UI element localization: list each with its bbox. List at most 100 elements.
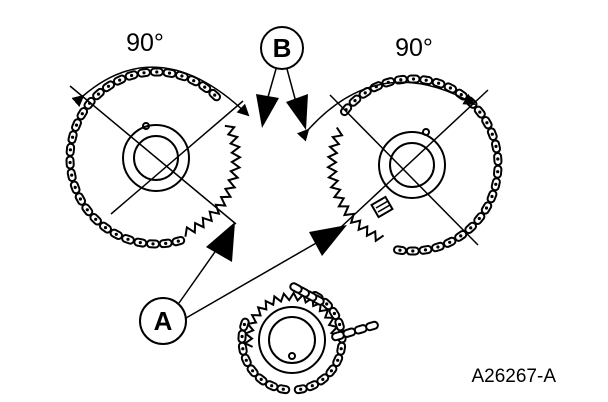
left-chain-pin <box>213 93 217 97</box>
left-chain-pin <box>126 237 130 241</box>
right-chain-pin <box>494 182 498 186</box>
right-chain-pin <box>496 157 500 161</box>
crank-chain-pin <box>242 322 246 327</box>
right-chain-pin <box>411 249 415 253</box>
callout-a-leader-lower <box>185 241 319 319</box>
right-chain-pin <box>424 78 428 82</box>
callout-a-circle <box>139 297 187 345</box>
callout-b: B <box>256 26 308 130</box>
left-sprocket-teeth <box>184 124 243 237</box>
right-chain-pin <box>353 99 357 103</box>
left-90-degree-arc <box>71 66 250 117</box>
crankshaft-sprocket-dowel <box>288 352 296 360</box>
right-angle-label: 90° <box>395 34 433 62</box>
callout-b-label: B <box>273 33 292 63</box>
crank-chain-pin <box>299 387 303 391</box>
left-reference-line-2 <box>110 100 244 215</box>
right-sprocket-dowel <box>422 128 430 136</box>
right-sprocket-teeth <box>325 126 385 243</box>
left-sprocket-dowel <box>142 122 150 130</box>
right-chain-pin <box>411 77 416 81</box>
callout-a-arrowhead-lower <box>309 225 347 256</box>
crank-chain-pin <box>270 384 274 388</box>
right-chain-pin <box>436 245 440 249</box>
left-chain-pin <box>71 135 75 139</box>
right-chain-pin <box>490 132 494 136</box>
left-chain-pin <box>80 112 84 116</box>
right-chain-pin <box>494 144 498 148</box>
crank-chain-pin <box>325 302 329 306</box>
left-chain-pin <box>68 160 72 165</box>
right-sprocket-marker-block <box>370 195 394 219</box>
crank-chain-pin <box>240 334 244 339</box>
left-chain-pin <box>130 73 134 78</box>
callout-b-arrowhead-right <box>286 94 308 130</box>
crank-chain-pin <box>321 377 325 381</box>
left-chain-pin <box>70 173 74 177</box>
left-timing-chain <box>65 67 222 249</box>
crankshaft-sprocket-hub-outer <box>258 306 326 374</box>
left-chain-pin <box>138 241 142 245</box>
left-chain-pin <box>176 239 180 243</box>
callout-a-label: A <box>154 306 173 336</box>
right-camshaft-sprocket <box>325 126 446 243</box>
crank-chain-pin <box>241 347 245 351</box>
left-chain-pin <box>78 197 82 201</box>
callout-a-arrowhead-upper <box>206 222 235 262</box>
left-camshaft-sprocket <box>122 122 243 237</box>
right-chain-pin <box>490 194 494 199</box>
left-chain-pin <box>142 71 146 75</box>
right-90-degree-arc <box>296 81 476 142</box>
right-chain-pin <box>423 248 428 252</box>
right-chain-pin <box>496 170 500 174</box>
crank-chain-pin <box>332 311 336 316</box>
left-chain-pin <box>96 92 101 96</box>
right-chain-pin <box>469 226 473 230</box>
left-chain-pin <box>103 226 108 230</box>
right-chain-pin <box>448 240 452 244</box>
left-chain-pin <box>203 85 207 89</box>
left-chain-pin <box>94 217 98 221</box>
right-chain-pin <box>477 216 481 221</box>
right-sprocket-hub-inner <box>389 142 435 188</box>
crank-chain-pin <box>259 377 263 381</box>
left-chain-pin <box>68 148 72 152</box>
figure-code: A26267-A <box>471 366 556 387</box>
left-sprocket-hub-inner <box>133 135 179 181</box>
left-chain-pin <box>192 79 196 83</box>
crank-chain-pin <box>329 369 333 373</box>
crank-chain-link <box>365 320 379 332</box>
right-chain-pin <box>459 234 463 238</box>
right-chain-pin <box>448 86 452 90</box>
left-sprocket-hub-outer <box>122 124 190 192</box>
right-chain-pin <box>399 78 403 82</box>
right-chain-pin <box>459 93 463 97</box>
right-reference-line-1 <box>339 89 489 229</box>
right-chain-pin <box>478 110 482 114</box>
callout-a-leader-upper <box>178 248 218 304</box>
right-chain-pin <box>485 121 489 125</box>
right-chain-pin <box>363 91 367 95</box>
crank-chain-pin <box>339 347 343 351</box>
crank-chain-pin <box>310 384 314 388</box>
callout-a: A <box>139 222 347 345</box>
crank-chain-pin <box>244 358 248 362</box>
right-chain-pin <box>484 206 489 210</box>
left-chain-pin <box>114 232 118 236</box>
callout-b-circle <box>260 26 304 70</box>
left-chain-pin <box>164 241 168 245</box>
crank-chain-pin <box>281 387 285 391</box>
crankshaft-sprocket-hub-inner <box>268 316 316 364</box>
left-chain-pin <box>74 123 79 127</box>
left-chain-pin <box>118 78 122 82</box>
right-chain-pin <box>437 81 441 85</box>
callout-b-arrowhead-left <box>256 94 279 128</box>
left-chain-pin <box>106 84 111 88</box>
right-sprocket-hub-outer <box>378 131 446 199</box>
right-chain-pin <box>398 248 402 252</box>
crank-chain-pin <box>251 369 255 373</box>
left-chain-pin <box>151 242 155 246</box>
crank-chain-link <box>289 282 303 294</box>
left-chain-pin <box>180 74 184 78</box>
